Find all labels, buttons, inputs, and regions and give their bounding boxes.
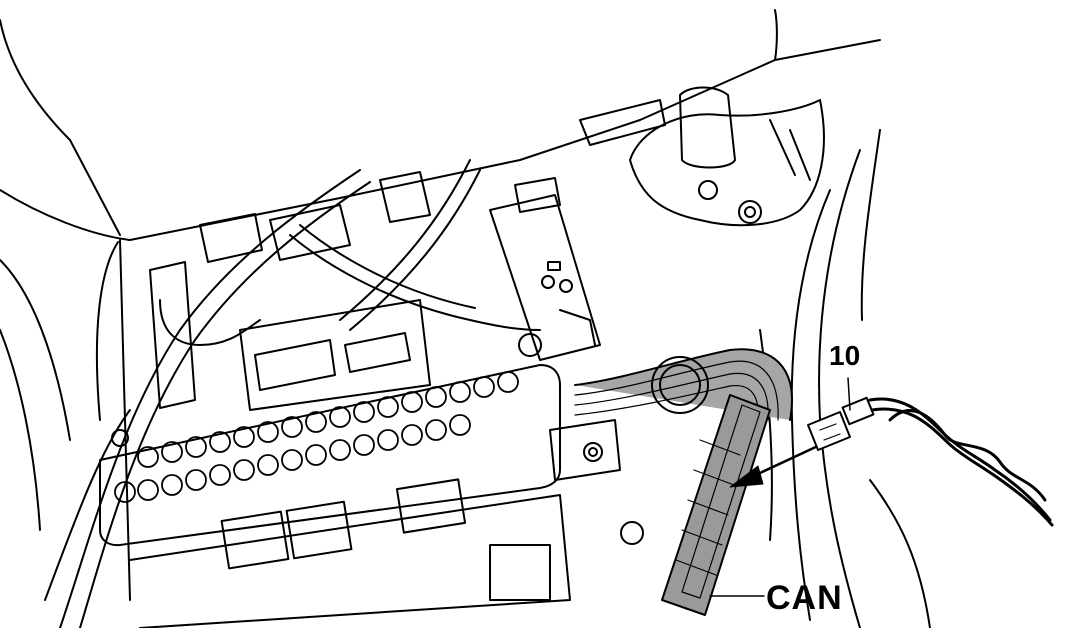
can-connector <box>661 394 771 616</box>
plug-10 <box>807 396 1054 527</box>
insertion-arrow <box>729 443 822 488</box>
pedal-bracket <box>579 86 825 227</box>
control-unit <box>99 333 644 628</box>
leader-lines <box>709 377 851 597</box>
dashboard-panel <box>0 9 881 601</box>
callout-can: CAN <box>766 579 843 617</box>
dash-brackets <box>149 171 431 411</box>
wiring-harness <box>44 159 541 628</box>
fuse-holes <box>114 371 519 503</box>
callout-10: 10 <box>829 340 861 371</box>
relay-module <box>489 177 601 361</box>
